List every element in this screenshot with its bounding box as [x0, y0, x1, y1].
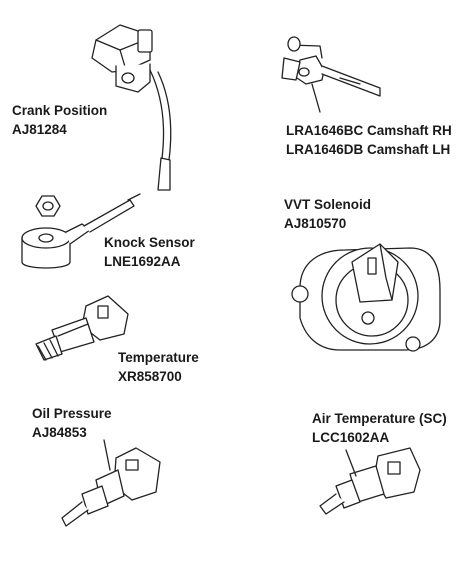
part-number: LNE1692AA [104, 254, 181, 269]
label-oil-pressure: Oil Pressure AJ84853 [32, 404, 112, 442]
part-number: AJ810570 [284, 216, 347, 231]
component-name: Knock Sensor [104, 235, 195, 250]
component-name: Oil Pressure [32, 406, 112, 421]
part-number: LCC1602AA [312, 430, 390, 445]
label-knock-sensor: Knock Sensor LNE1692AA [104, 233, 195, 271]
label-air-temperature: Air Temperature (SC) LCC1602AA [312, 409, 447, 447]
label-camshaft: LRA1646BC Camshaft RH LRA1646DB Camshaft… [286, 121, 452, 159]
component-name: VVT Solenoid [284, 197, 372, 212]
component-name: LRA1646BC Camshaft RH [286, 123, 452, 138]
knock-sensor-drawing [21, 193, 141, 269]
label-temperature: Temperature XR858700 [118, 348, 199, 386]
component-name: Temperature [118, 350, 199, 365]
component-name: Air Temperature (SC) [312, 411, 447, 426]
part-number: XR858700 [118, 369, 182, 384]
vvt-solenoid-drawing [291, 243, 441, 352]
label-crank-position: Crank Position AJ81284 [12, 101, 107, 139]
camshaft-sensor-drawing [281, 36, 381, 113]
part-number: AJ81284 [12, 122, 67, 137]
air-temperature-sensor-drawing [319, 447, 421, 515]
oil-pressure-sensor-drawing [61, 439, 161, 527]
component-name: Crank Position [12, 103, 108, 118]
temperature-sensor-drawing [35, 295, 129, 361]
crank-position-sensor-drawing [91, 24, 172, 191]
label-vvt-solenoid: VVT Solenoid AJ810570 [284, 195, 371, 233]
part-number: LRA1646DB Camshaft LH [286, 142, 451, 157]
part-number: AJ84853 [32, 425, 87, 440]
